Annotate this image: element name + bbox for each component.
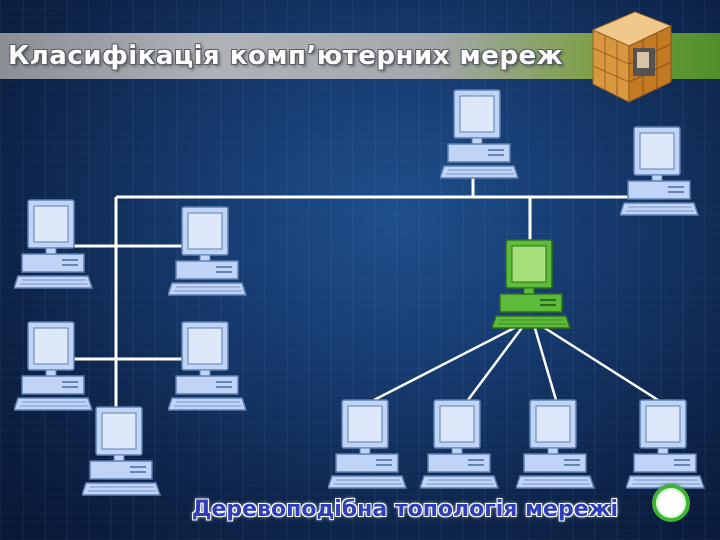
computer-left-1 [14, 199, 94, 289]
computer-left-3 [14, 321, 94, 411]
computer-bottom-3 [516, 399, 596, 489]
computer-left-2 [168, 206, 248, 296]
nav-ring-icon[interactable] [652, 484, 690, 522]
slide-title: Класифікація комп’ютерних мереж [8, 41, 563, 71]
logo-cube-icon [591, 11, 673, 103]
diagram-caption: Деревоподібна топологія мережі [191, 497, 619, 522]
computer-bottom-1 [328, 399, 408, 489]
computer-left-bottom [82, 406, 162, 496]
computer-bottom-2 [420, 399, 500, 489]
computer-bottom-4 [626, 399, 706, 489]
computer-top-right [620, 126, 700, 216]
computer-left-4 [168, 321, 248, 411]
hub-computer [492, 239, 572, 329]
computer-top-center [440, 89, 520, 179]
